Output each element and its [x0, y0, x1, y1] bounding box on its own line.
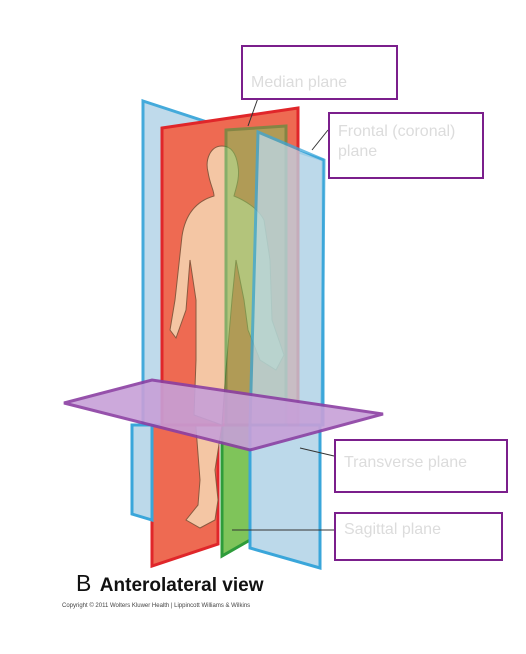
figure-letter: B: [76, 570, 92, 596]
figure-caption-text: Anterolateral view: [99, 575, 264, 596]
frontal-plane-front: [248, 129, 326, 427]
sagittal-plane-label: Sagittal plane: [334, 512, 503, 561]
transverse-plane: [63, 378, 384, 452]
copyright-notice: Copyright © 2011 Wolters Kluwer Health |…: [62, 603, 251, 609]
leader-median: [247, 97, 259, 127]
frontal-plane-lower-left: [130, 423, 154, 523]
transverse-plane-label: Transverse plane: [334, 439, 508, 493]
median-plane-label: Median plane: [241, 45, 398, 100]
leader-transverse: [299, 447, 335, 457]
figure-caption: B Anterolateral view: [76, 570, 263, 597]
frontal-plane-label: Frontal (coronal) plane: [328, 112, 484, 179]
leader-frontal: [311, 129, 329, 151]
